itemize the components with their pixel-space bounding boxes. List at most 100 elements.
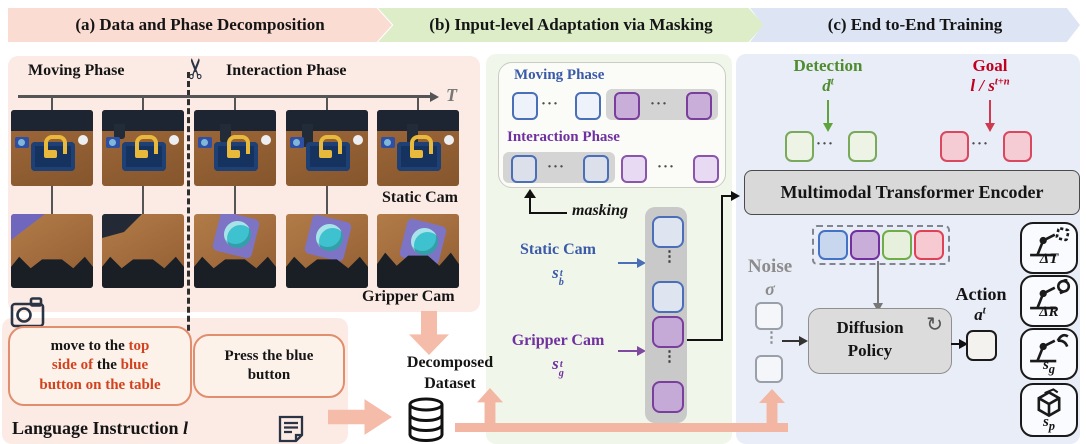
header-b-label: (b) Input-level Adaptation via Masking (429, 15, 713, 34)
output-object-pose: sp (1020, 383, 1078, 437)
vertical-ellipsis: ⋮ (764, 330, 779, 346)
sym-base: l / s (970, 76, 995, 95)
token-moving-static (575, 92, 601, 120)
noise-label: Noise (747, 256, 793, 277)
output-base: s (1042, 357, 1049, 373)
header-panel-c: (c) End to-End Training (750, 8, 1080, 42)
goal-token (940, 131, 969, 162)
instruction-1-text: move to the top side of the blue button … (39, 337, 160, 395)
language-instruction-text: Language Instruction (12, 418, 184, 438)
noise-to-policy-line (782, 340, 801, 342)
gripper-cam-arrowhead (637, 346, 646, 356)
gripper-cam-frame-1 (11, 214, 93, 288)
static-cam-frame-5 (377, 110, 459, 186)
language-symbol-l: l (183, 418, 189, 438)
tokens-to-policy-line (877, 261, 879, 305)
token-moving-gripper-masked (614, 92, 640, 120)
token-interaction-static-masked (511, 155, 537, 183)
static-cam-frame-4 (286, 110, 368, 186)
ellipsis: ··· (971, 136, 990, 152)
interaction-phase-label-b: Interaction Phase (507, 129, 620, 145)
ellipsis: ··· (541, 96, 560, 112)
sym-sub: g (558, 367, 564, 379)
gripper-cam-frame-2 (102, 214, 184, 288)
ellipsis: ··· (657, 159, 676, 175)
sym-base: a (974, 305, 983, 324)
detection-token (848, 131, 877, 162)
tokens-to-encoder-line (687, 339, 723, 341)
column-token-gripper (652, 316, 684, 348)
static-cam-label-a: Static Cam (382, 189, 458, 206)
row-connector (326, 186, 328, 214)
decomposed-dataset-line2: Dataset (424, 375, 476, 392)
tokens-to-policy-arrowhead (873, 303, 883, 312)
gripper-cam-label-a: Gripper Cam (362, 288, 455, 305)
timeline-tick (417, 97, 419, 110)
output-sub: g (1048, 362, 1056, 376)
detection-arrow (827, 100, 829, 124)
interaction-phase-label-a: Interaction Phase (226, 62, 347, 79)
grippercam-to-dataset-arrow (409, 311, 449, 355)
gripper-cam-frame-5 (377, 214, 459, 288)
output-label: ΔR (1022, 304, 1076, 324)
detection-symbol: dt (812, 76, 844, 96)
decomposed-dataset-line1: Decomposed (406, 354, 494, 371)
masking-arrow-line (529, 212, 567, 214)
detection-label: Detection (793, 56, 863, 75)
ellipsis: ··· (547, 159, 566, 175)
goal-symbol: l / st+n (935, 76, 1045, 96)
fused-token-blue (818, 230, 848, 260)
sym-base: d (822, 76, 831, 95)
row-connector (142, 186, 144, 214)
static-cam-label-b: Static Cam (520, 241, 596, 258)
output-label: sg (1022, 357, 1076, 377)
header-a-label: (a) Data and Phase Decomposition (75, 15, 325, 34)
sym-base: s (552, 354, 559, 373)
noise-to-policy-arrowhead (799, 336, 808, 346)
vertical-ellipsis: ⋮ (662, 349, 677, 365)
action-symbol: at (965, 305, 995, 325)
moving-phase-label-a: Moving Phase (28, 62, 125, 79)
policy-to-action-arrowhead (959, 339, 968, 349)
header-c-label: (c) End to-End Training (827, 15, 1003, 34)
encoder-input-arrowhead (731, 191, 740, 201)
output-sub: p (1048, 419, 1056, 433)
fused-token-green (882, 230, 912, 260)
ellipsis: ··· (816, 136, 835, 152)
instr1-seg: move to the (50, 338, 129, 355)
masking-arrow-line (529, 197, 531, 214)
token-interaction-gripper (693, 155, 719, 183)
fused-token-purple (850, 230, 880, 260)
detection-token (785, 131, 814, 162)
token-moving-static (512, 92, 538, 120)
gripper-cam-frame-3 (194, 214, 276, 288)
timeline-axis (18, 95, 430, 98)
output-label: sp (1022, 414, 1076, 434)
column-token-static (652, 216, 684, 248)
tokens-to-encoder-line (721, 195, 733, 197)
row-connector (51, 186, 53, 214)
sym-sup: t (559, 268, 563, 280)
instruction-bubble-interaction: Press the blue button (193, 334, 345, 398)
static-cam-arrowhead (637, 258, 646, 268)
masking-arrowhead (524, 189, 536, 198)
noise-symbol: σ (765, 279, 775, 299)
gripper-cam-arrow (618, 350, 638, 352)
tokens-to-encoder-line (721, 196, 723, 341)
output-gripper-state: sg (1020, 328, 1078, 380)
static-cam-frame-3 (194, 110, 276, 186)
column-token-gripper (652, 381, 684, 413)
instr1-seg: blue (120, 357, 149, 374)
output-delta-t: ΔT (1020, 222, 1078, 274)
ellipsis: ··· (650, 96, 669, 112)
phase-split-dashed-line (187, 72, 190, 394)
timeline-tick (51, 97, 53, 110)
instr1-seg: top (128, 338, 150, 355)
static-cam-frame-1 (11, 110, 93, 186)
timeline-tick (326, 97, 328, 110)
timeline-tick (142, 97, 144, 110)
moving-phase-label-b: Moving Phase (514, 67, 605, 83)
